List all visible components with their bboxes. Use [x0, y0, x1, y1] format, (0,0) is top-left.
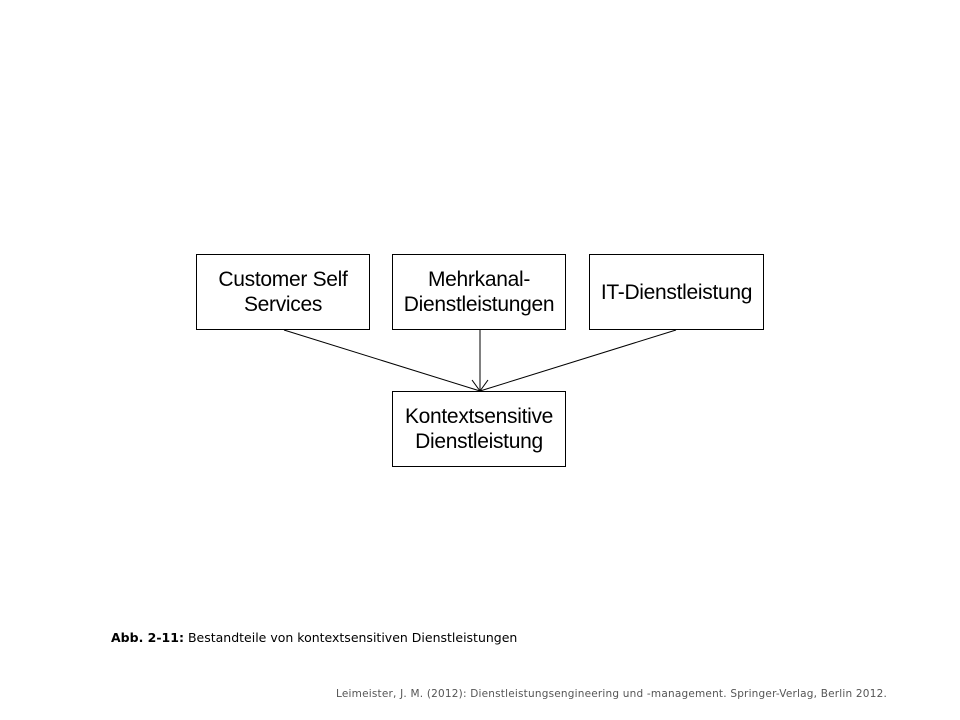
customer-self-services-box: Customer Self Services	[196, 254, 370, 330]
arrow-customer-to-kontext	[283, 329, 481, 392]
it-dienstleistung-line1: IT-Dienstleistung	[600, 280, 753, 304]
it-dienstleistung-box: IT-Dienstleistung	[589, 254, 764, 330]
caption-label: Abb. 2-11:	[111, 630, 184, 645]
mehrkanal-dienstleistungen-box: Mehrkanal- Dienstleistungen	[392, 254, 566, 330]
mehrkanal-line1: Mehrkanal-	[427, 268, 531, 291]
arrowhead	[471, 379, 489, 392]
customer-self-services-line1: Customer Self	[218, 268, 348, 291]
mehrkanal-line2: Dienstleistungen	[403, 293, 555, 316]
kontextsensitive-dienstleistung-box: Kontextsensitive Dienstleistung	[392, 391, 566, 467]
figure-caption: Abb. 2-11: Bestandteile von kontextsensi…	[111, 630, 517, 645]
source-citation: Leimeister, J. M. (2012): Dienstleistung…	[336, 688, 887, 700]
kontextsensitive-line2: Dienstleistung	[415, 430, 543, 453]
kontextsensitive-line1: Kontextsensitive	[404, 405, 554, 428]
caption-text: Bestandteile von kontextsensitiven Diens…	[187, 630, 518, 645]
arrow-it-to-kontext	[479, 329, 677, 392]
customer-self-services-line2: Services	[243, 293, 323, 316]
